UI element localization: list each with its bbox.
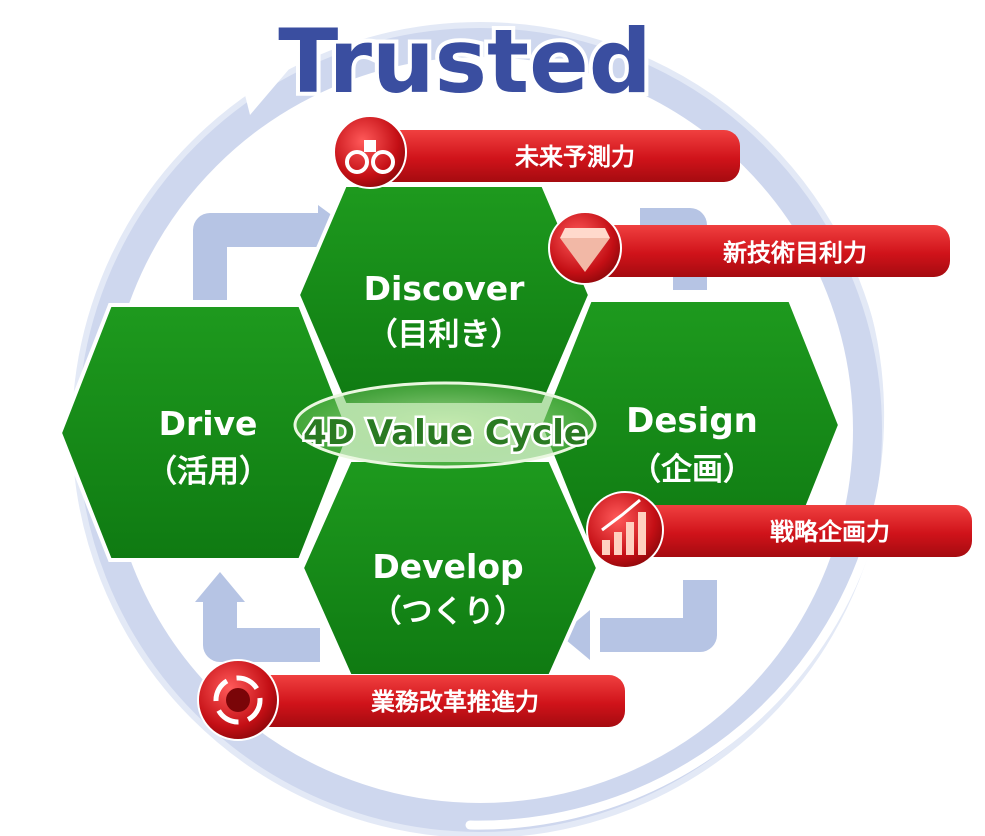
arrow-left-icon bbox=[560, 610, 590, 660]
discover-sub: （目利き） bbox=[367, 317, 522, 353]
design-sub: （企画） bbox=[630, 452, 754, 488]
hexagon-design: Design （企画） bbox=[537, 298, 843, 552]
hexagon-discover: Discover （目利き） bbox=[295, 183, 593, 407]
ring-arrowhead-icon bbox=[235, 55, 290, 115]
capability-strategy: 戦略企画力 bbox=[586, 491, 972, 569]
develop-sub: （つくり） bbox=[371, 594, 526, 630]
hexagon-drive: Drive （活用） bbox=[57, 303, 353, 562]
capability-strategy-label: 戦略企画力 bbox=[770, 518, 890, 546]
binoculars-icon bbox=[345, 140, 395, 174]
trusted-title: Trusted bbox=[278, 10, 652, 113]
capability-tech-label: 新技術目利力 bbox=[723, 239, 867, 267]
center-ellipse: 4D Value Cycle bbox=[293, 381, 597, 469]
capability-reform: 業務改革推進力 bbox=[197, 659, 625, 741]
gem-icon bbox=[560, 228, 610, 272]
growth-chart-icon bbox=[601, 498, 646, 555]
capability-tech: 新技術目利力 bbox=[548, 211, 950, 285]
cycle-arrows-icon bbox=[213, 675, 263, 725]
capability-forecast: 未来予測力 bbox=[333, 115, 740, 189]
discover-label: Discover bbox=[364, 269, 525, 308]
center-label: 4D Value Cycle bbox=[303, 413, 587, 453]
design-label: Design bbox=[626, 401, 758, 441]
hexagon-develop: Develop （つくり） bbox=[299, 458, 601, 678]
capability-forecast-label: 未来予測力 bbox=[515, 143, 635, 171]
drive-sub: （活用） bbox=[146, 454, 270, 490]
develop-label: Develop bbox=[372, 547, 523, 586]
arrow-up-icon bbox=[195, 572, 245, 602]
drive-label: Drive bbox=[159, 404, 258, 443]
capability-reform-label: 業務改革推進力 bbox=[371, 688, 539, 716]
